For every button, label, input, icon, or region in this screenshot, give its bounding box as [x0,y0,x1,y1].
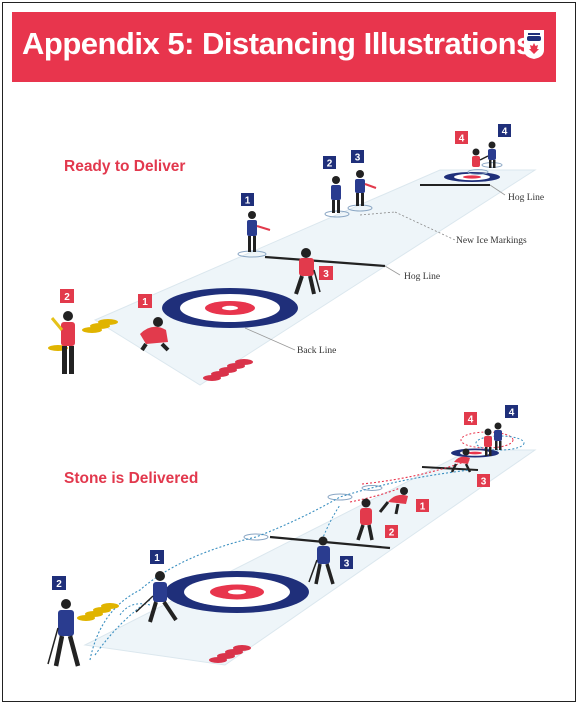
badge-blue-2-delivered: 2 [52,576,66,590]
svg-text:3: 3 [344,559,350,570]
badge-red-3-delivered: 3 [477,474,490,488]
player-blue-1 [247,211,271,252]
back-line-label: Back Line [297,346,337,356]
svg-text:3: 3 [323,269,329,280]
stone-is-delivered-title: Stone is Delivered [64,470,199,487]
player-red-3-delivered [450,448,472,473]
near-hog-line [264,255,386,268]
badge-red-3: 3 [319,266,333,280]
hog-line-near-label: Hog Line [404,272,441,282]
player-blue-3-delivered [308,536,335,585]
badge-red-2: 2 [60,289,74,303]
svg-text:1: 1 [420,502,426,513]
player-blue-4-delivered [494,422,502,450]
badge-blue-4: 4 [498,124,511,138]
svg-text:2: 2 [56,579,62,590]
badge-blue-3: 3 [351,150,364,164]
svg-text:3: 3 [355,153,361,164]
curling-canada-logo-icon [524,30,544,59]
svg-text:2: 2 [389,528,395,539]
badge-red-4: 4 [455,131,468,145]
player-blue-3 [355,170,377,206]
new-ice-markings-label: New Ice Markings [456,236,527,246]
ice-sheet [93,169,537,386]
svg-text:3: 3 [481,477,487,488]
badge-red-2-delivered: 2 [385,525,398,539]
player-red-4 [472,148,489,167]
player-red-2-delivered [356,498,374,541]
player-red-2 [50,311,75,374]
badge-red-1: 1 [138,294,152,308]
svg-text:1: 1 [245,196,251,207]
badge-red-4-delivered: 4 [464,412,477,426]
hog-line-far-label: Hog Line [508,193,545,203]
player-blue-4 [488,141,496,168]
svg-text:4: 4 [459,134,465,145]
ready-to-deliver-title: Ready to Deliver [64,158,186,175]
svg-text:1: 1 [142,297,148,308]
badge-blue-1-delivered: 1 [150,550,164,564]
svg-text:2: 2 [64,292,70,303]
badge-blue-2: 2 [323,156,336,170]
svg-text:4: 4 [502,127,508,138]
player-red-1-delivered [378,487,408,515]
player-red-3 [294,248,321,295]
badge-red-1-delivered: 1 [416,499,429,513]
badge-blue-3-delivered: 3 [340,556,353,570]
player-blue-1-delivered [135,571,178,623]
badge-blue-4-delivered: 4 [505,405,518,419]
header-banner: Appendix 5: Distancing Illustrations [12,12,556,82]
svg-text:1: 1 [154,553,160,564]
player-red-1 [140,317,170,352]
page-title: Appendix 5: Distancing Illustrations [22,26,533,61]
player-blue-2 [331,176,341,213]
svg-text:4: 4 [509,408,515,419]
player-red-4-delivered [484,428,492,456]
svg-text:2: 2 [327,159,333,170]
player-blue-2-delivered [47,599,81,667]
stone-rack-red [203,359,253,381]
svg-text:4: 4 [468,415,474,426]
badge-blue-1: 1 [241,193,254,207]
